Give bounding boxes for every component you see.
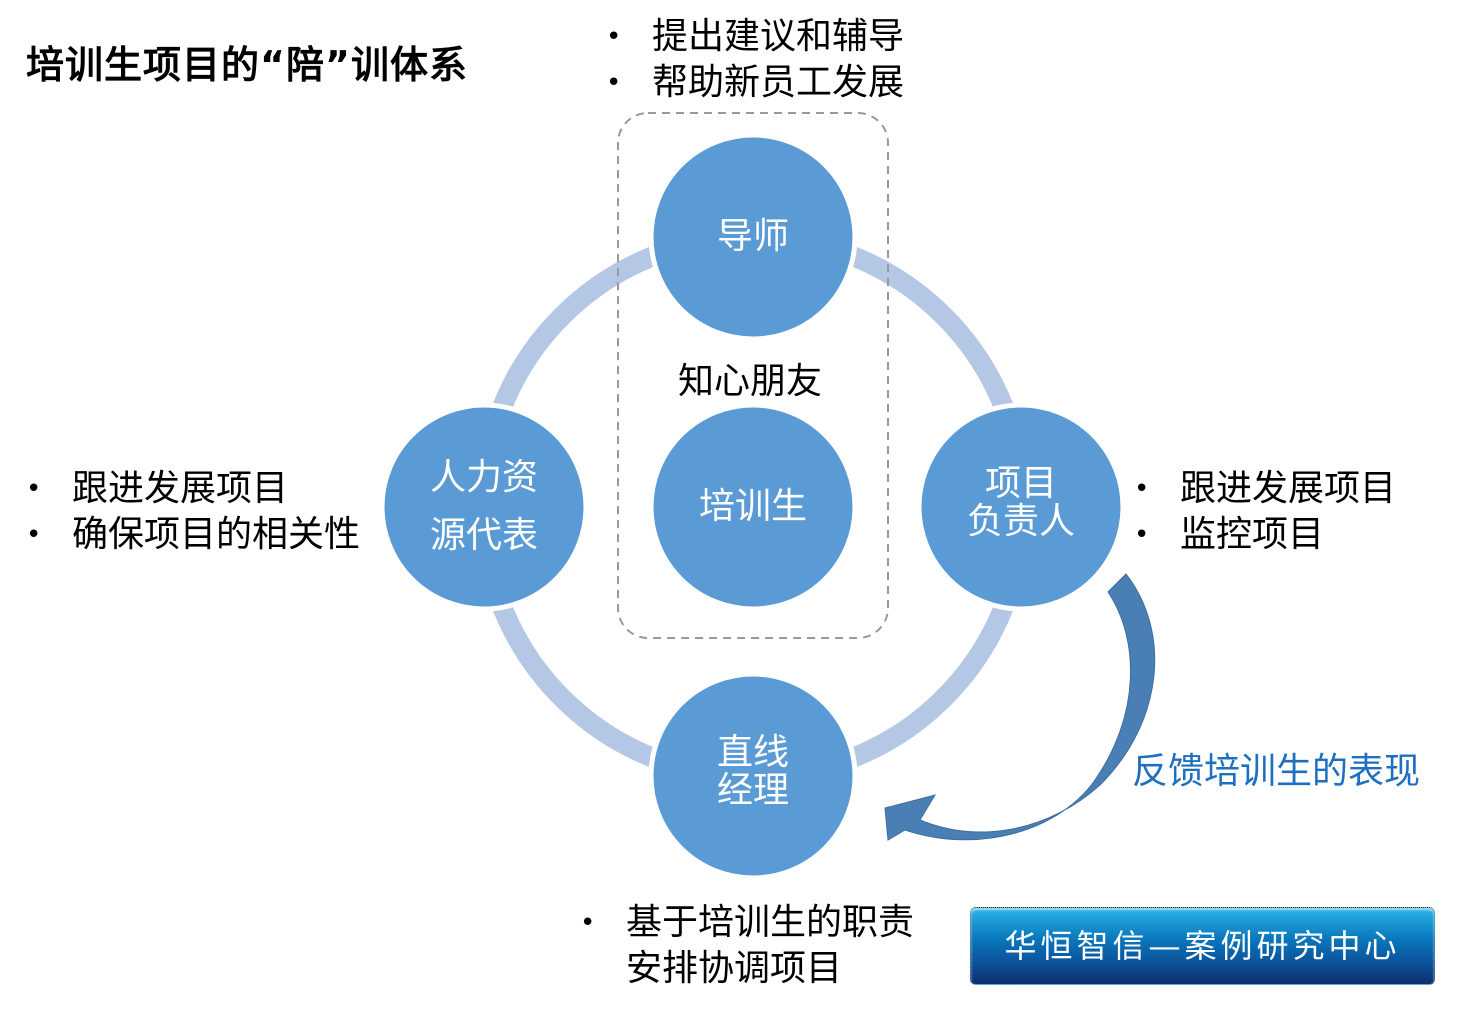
feedback-label: 反馈培训生的表现: [1132, 751, 1421, 792]
project-lead-circle: [916, 402, 1126, 612]
feedback-arrow-icon: [884, 573, 1156, 841]
mentor-circle: [648, 132, 858, 342]
bullet-item: 跟进发展项目: [1134, 466, 1396, 512]
bullet-item: 监控项目: [1134, 512, 1396, 558]
logo-banner: 华恒智信—案例研究中心: [970, 907, 1435, 985]
mentor-bullets: 提出建议和辅导 帮助新员工发展: [606, 14, 904, 106]
line-manager-label-line2: 经理: [716, 770, 790, 811]
page-title: 培训生项目的“陪”训体系: [26, 43, 468, 87]
project-lead-label-line1: 项目: [984, 463, 1058, 504]
project-lead-label-line2: 负责人: [966, 501, 1076, 542]
trainee-label: 培训生: [698, 486, 808, 527]
line-manager-bullets: 基于培训生的职责 安排协调项目: [580, 900, 914, 992]
bullet-item: 基于培训生的职责: [580, 900, 914, 946]
hr-label: 人力资 源代表: [430, 449, 538, 565]
bullet-item: 确保项目的相关性: [26, 512, 360, 558]
line-manager-circle: [648, 671, 858, 881]
line-manager-label-line1: 直线: [716, 732, 790, 773]
line-manager-label: 直线 经理: [717, 734, 789, 810]
hr-circle: [379, 402, 589, 612]
hr-label-line1: 人力资: [429, 457, 539, 498]
project-lead-bullets: 跟进发展项目 监控项目: [1134, 466, 1396, 558]
bullet-item: 帮助新员工发展: [606, 60, 904, 106]
hr-bullets: 跟进发展项目 确保项目的相关性: [26, 466, 360, 558]
friend-label: 知心朋友: [678, 361, 823, 402]
project-lead-label: 项目 负责人: [967, 465, 1075, 541]
bullet-item: 安排协调项目: [626, 948, 843, 989]
bullet-item: 提出建议和辅导: [606, 14, 904, 60]
hr-label-line2: 源代表: [429, 515, 539, 556]
trainee-circle: [648, 402, 858, 612]
bullet-item: 跟进发展项目: [26, 466, 360, 512]
dashed-group-box: [617, 112, 889, 639]
mentor-label: 导师: [716, 216, 790, 257]
